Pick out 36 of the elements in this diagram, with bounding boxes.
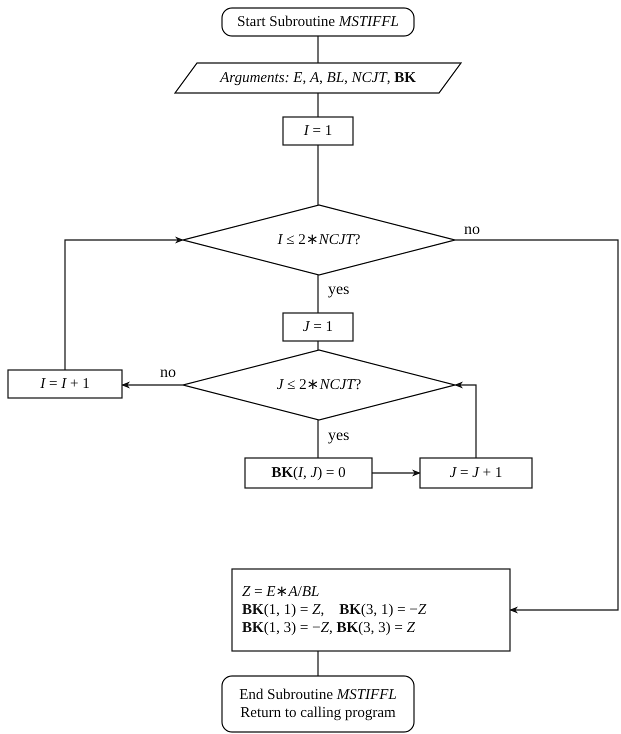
decision-diamond [183, 205, 455, 275]
node-text: Z = E∗A/BL [242, 583, 320, 601]
connector-line [317, 651, 319, 676]
terminal-box [222, 8, 414, 36]
node-text: BK(I, J) = 0 [271, 464, 346, 482]
node-text: I ≤ 2∗NCJT? [278, 231, 360, 249]
process-box [420, 458, 532, 488]
arrow [455, 239, 619, 614]
node-text: BK(1, 3) = −Z, BK(3, 3) = Z [242, 619, 415, 637]
node-text: J = 1 [302, 318, 334, 336]
connector-line [317, 93, 319, 117]
node-text: J = J + 1 [450, 464, 502, 482]
input-parallelogram [175, 63, 461, 93]
arrow [454, 381, 477, 458]
process-box [8, 370, 122, 398]
terminal-box [222, 676, 414, 732]
process-box [283, 313, 353, 341]
arrow [64, 236, 184, 370]
node-text: Arguments: E, A, BL, NCJT, BK [220, 69, 416, 87]
node-text: J ≤ 2∗NCJT? [276, 376, 362, 394]
arrow [121, 381, 183, 389]
node-text: I = 1 [304, 122, 332, 140]
process-box [283, 117, 353, 145]
node-text: I = I + 1 [40, 375, 90, 393]
connector-line [317, 275, 319, 313]
node-text: Start Subroutine MSTIFFL [237, 13, 399, 31]
node-text: Return to calling program [240, 704, 396, 722]
connector-line [317, 36, 319, 63]
process-box [232, 569, 510, 651]
node-text: End Subroutine MSTIFFL [239, 686, 397, 704]
node-text: BK(1, 1) = Z, BK(3, 1) = −Z [242, 601, 426, 619]
decision-diamond [183, 350, 455, 420]
connector-line [317, 420, 319, 458]
connector-line [317, 145, 319, 205]
arrow [372, 469, 421, 477]
process-box [245, 458, 372, 488]
